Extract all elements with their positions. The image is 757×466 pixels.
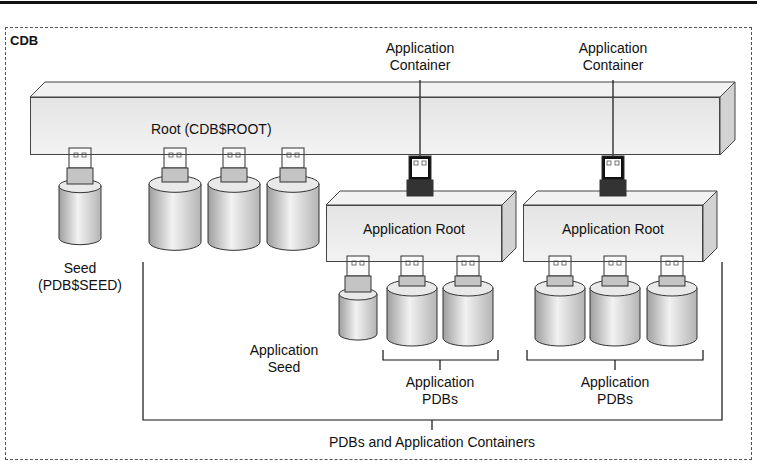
plug-pin — [615, 161, 619, 165]
plug-base — [547, 276, 573, 286]
application-root: Application Root — [326, 205, 502, 262]
plug-connector — [347, 256, 369, 276]
plug-base — [600, 180, 626, 196]
database-cylinder — [590, 288, 640, 346]
seed-label: Seed (PDB$SEED) — [35, 260, 125, 294]
plug-base — [399, 276, 425, 286]
plug-pin — [228, 153, 232, 157]
database-cylinder — [535, 288, 585, 346]
top-rule — [0, 1, 757, 4]
plug-connector — [457, 256, 479, 276]
plug-base — [67, 168, 93, 184]
plug-pin — [414, 161, 418, 165]
plug-connector — [604, 256, 626, 276]
plug-pin — [295, 153, 299, 157]
node-label: CDB — [10, 32, 38, 49]
plug-inner — [412, 159, 428, 177]
app-root-front-face — [523, 205, 703, 262]
node-label: Root (CDB$ROOT) — [151, 121, 272, 138]
database-cylinder — [647, 288, 697, 346]
bracket — [143, 262, 722, 430]
container-label: Application Container — [370, 40, 470, 74]
group-label: PDBs and Application Containers — [282, 434, 582, 451]
plug-base — [162, 168, 188, 182]
database-cylinder — [149, 184, 201, 250]
app-root-front-face — [326, 205, 502, 262]
plug-pin — [74, 153, 78, 157]
plug-pin — [236, 153, 240, 157]
application-root: Application Root — [523, 205, 703, 262]
database-cylinder — [443, 288, 493, 346]
plug-connector — [409, 156, 431, 180]
root-front-face — [30, 97, 720, 155]
database-cylinder — [339, 294, 377, 340]
plug-base — [345, 276, 371, 292]
plug-pin — [287, 153, 291, 157]
bracket — [527, 350, 703, 370]
container-label: Application Container — [563, 40, 663, 74]
plug-pin — [82, 153, 86, 157]
leader-line — [612, 80, 613, 156]
database-cylinder — [387, 288, 437, 346]
root-side-face — [720, 82, 735, 155]
plug-connector — [164, 148, 186, 168]
plug-connector — [223, 148, 245, 168]
database-cylinder — [267, 184, 319, 250]
plug-base — [280, 168, 306, 182]
database-cylinder — [59, 186, 101, 245]
plug-connector — [401, 256, 423, 276]
root-container: Root (CDB$ROOT) — [30, 97, 720, 155]
database-cylinder — [208, 184, 260, 250]
plug-connector — [549, 256, 571, 276]
app-root-side-face — [502, 191, 516, 262]
cdb-container: CDBRoot (CDB$ROOT)Application RootApplic… — [5, 27, 752, 460]
plug-base — [659, 276, 685, 286]
node-label: Application Root — [363, 221, 465, 238]
plug-pin — [422, 161, 426, 165]
seed-label: Application Seed — [238, 342, 330, 376]
bracket — [383, 350, 498, 370]
node-label: Application Root — [562, 221, 664, 238]
plug-connector — [282, 148, 304, 168]
plug-base — [221, 168, 247, 182]
plug-pin — [607, 161, 611, 165]
plug-connector — [602, 156, 624, 180]
plug-inner — [605, 159, 621, 177]
plug-connector — [661, 256, 683, 276]
plug-pin — [177, 153, 181, 157]
plug-pin — [169, 153, 173, 157]
plug-base — [455, 276, 481, 286]
app-root-side-face — [703, 191, 717, 262]
leader-line — [419, 80, 420, 156]
root-top-face — [30, 82, 735, 97]
plug-connector — [69, 148, 91, 168]
plug-base — [407, 180, 433, 196]
group-label: Application PDBs — [395, 374, 485, 408]
group-label: Application PDBs — [570, 374, 660, 408]
plug-base — [602, 276, 628, 286]
